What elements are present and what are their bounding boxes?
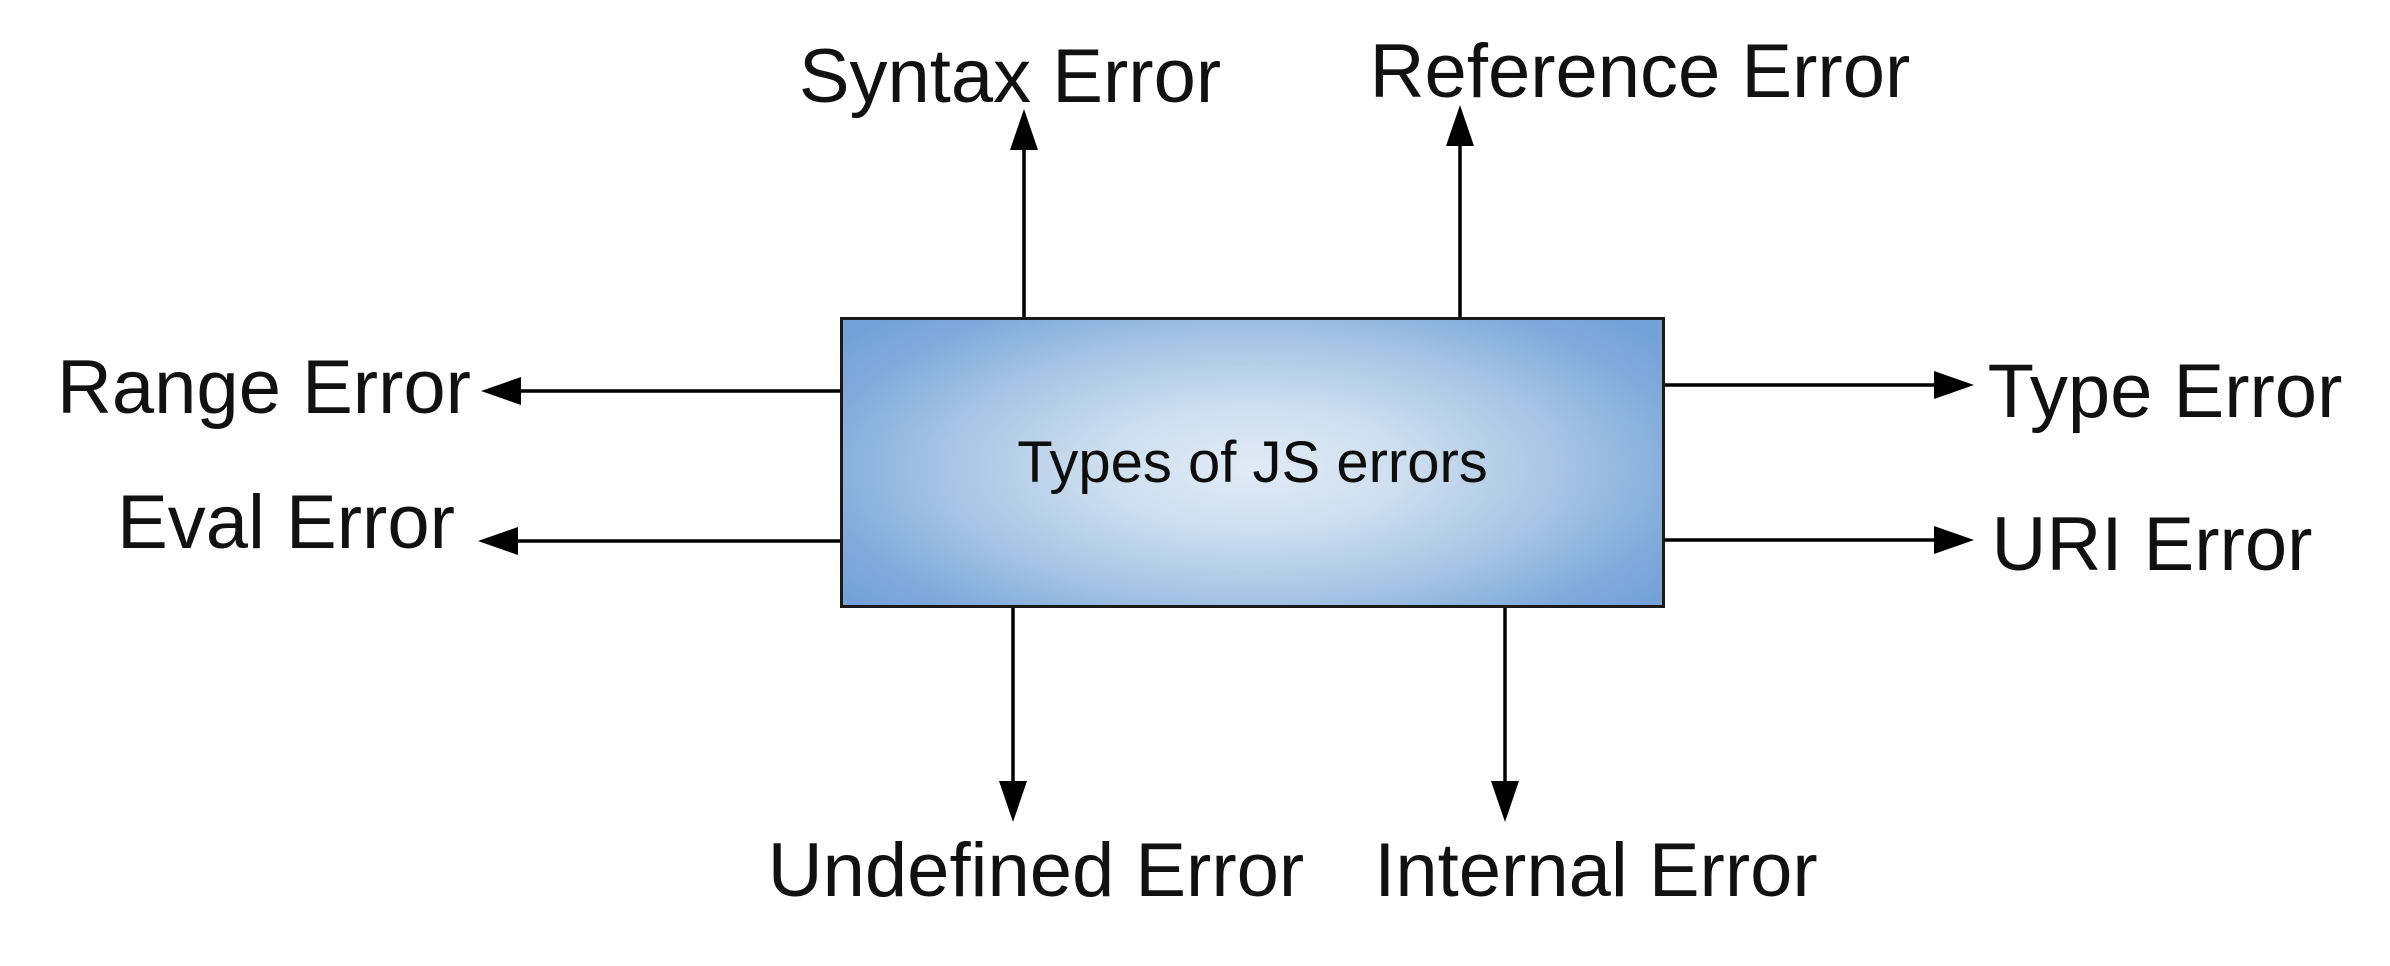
label-internal-error: Internal Error [1374,828,1818,913]
label-uri-error: URI Error [1991,502,2313,587]
arrow-uri-error [1665,526,1974,554]
arrow-eval-error [478,527,840,555]
arrow-undefined-error [999,608,1027,822]
label-reference-error: Reference Error [1369,29,1911,114]
label-eval-error: Eval Error [117,480,455,565]
arrow-reference-error [1446,105,1474,317]
arrow-type-error [1665,371,1974,399]
label-undefined-error: Undefined Error [767,828,1305,913]
center-box: Types of JS errors [840,317,1665,608]
arrow-syntax-error [1010,109,1038,317]
label-type-error: Type Error [1987,349,2343,434]
arrow-range-error [481,377,840,405]
arrow-internal-error [1491,608,1519,822]
center-box-label: Types of JS errors [1017,429,1488,495]
label-syntax-error: Syntax Error [798,34,1222,119]
label-range-error: Range Error [57,345,471,430]
